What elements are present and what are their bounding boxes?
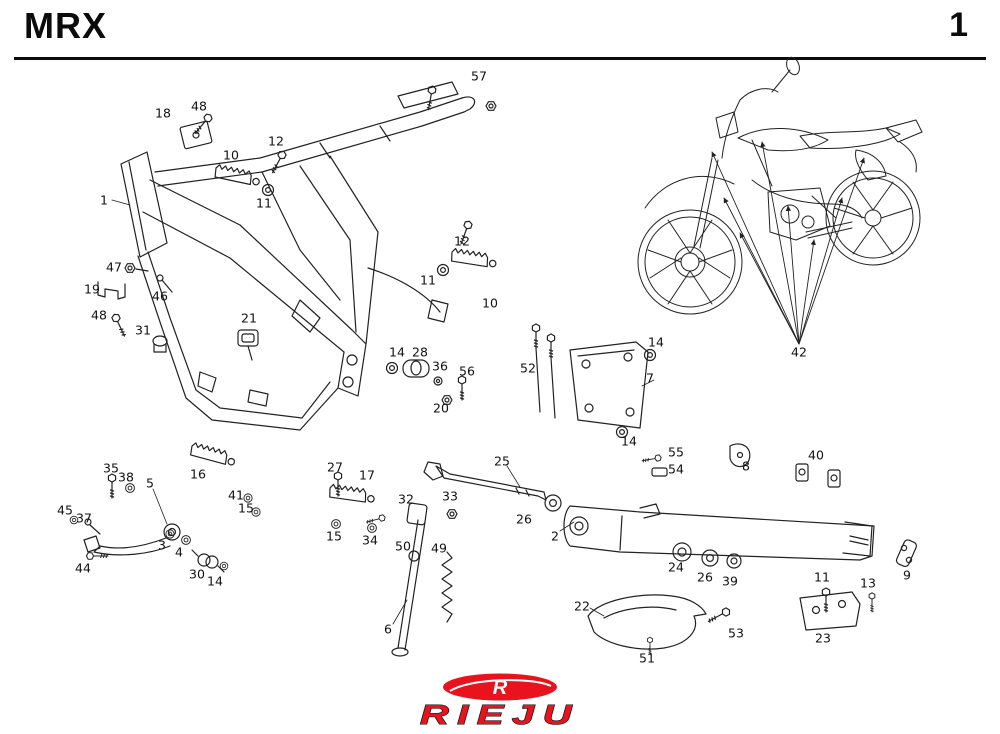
motorcycle-reference-drawing: [637, 56, 923, 315]
bushing-hardware-drawing: [385, 359, 467, 405]
page-number: 1: [949, 6, 968, 44]
rieju-logo: R RIEJU: [419, 673, 580, 730]
engine-bracket-drawing: [531, 323, 657, 439]
swingarm-drawing: [423, 443, 918, 655]
callout-42-arrows: [711, 141, 865, 345]
logo-swoosh: [449, 679, 552, 692]
brand-footer: R RIEJU: [0, 672, 1000, 730]
logo-monogram: R: [493, 677, 508, 699]
model-title: MRX: [24, 5, 107, 46]
footrest-hardware-drawing: [97, 84, 498, 361]
frame-drawing: [120, 81, 476, 431]
header-rule: [14, 57, 986, 60]
side-stand-drawing: [328, 471, 458, 657]
page-header: MRX 1: [24, 6, 982, 46]
brake-pedal-drawing: [69, 441, 261, 573]
leader-lines: [111, 199, 655, 653]
logo-wordmark: RIEJU: [420, 699, 580, 730]
